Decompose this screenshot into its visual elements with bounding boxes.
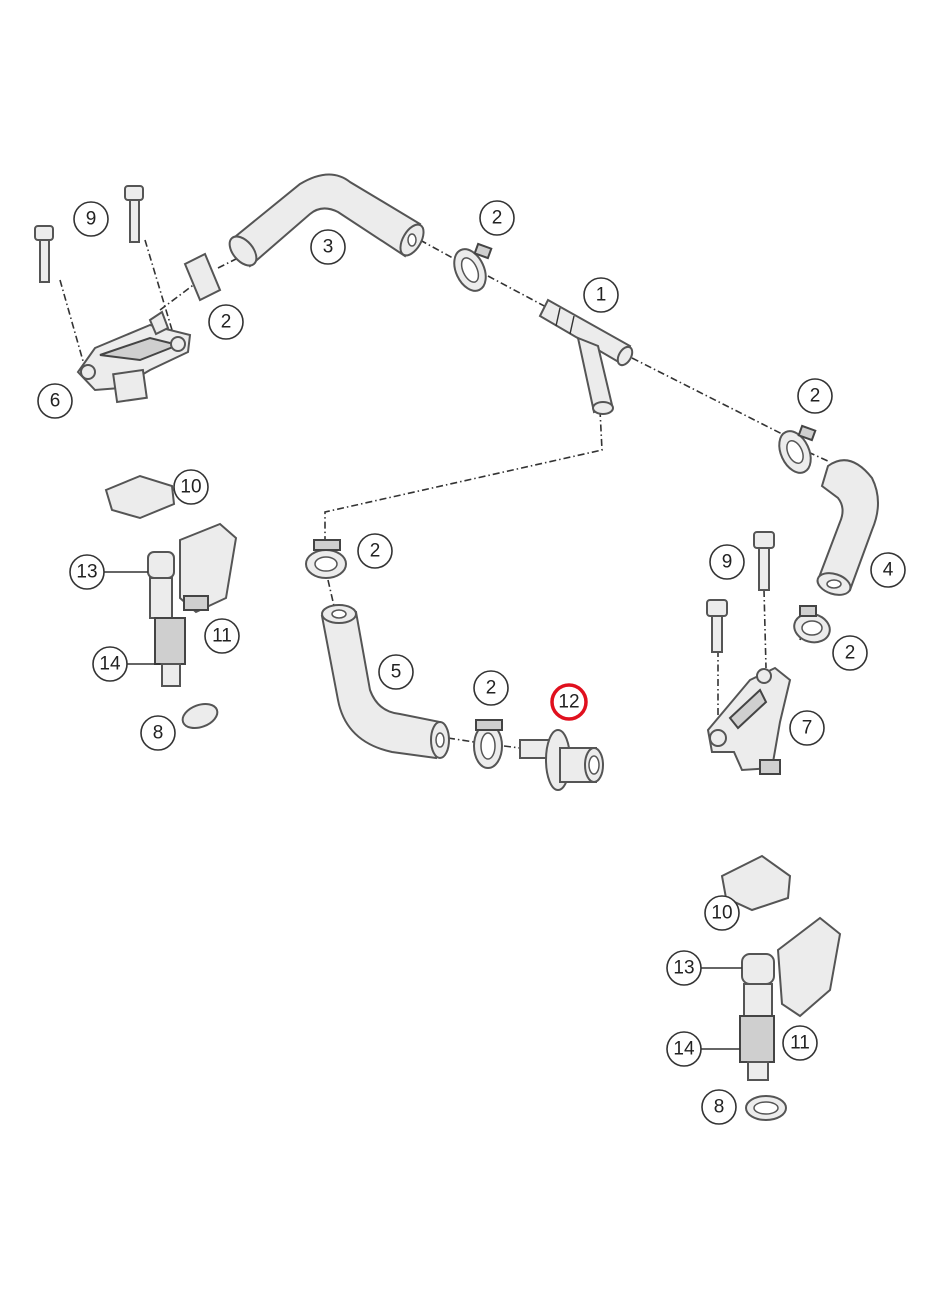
callout-2-clamp-top[interactable]: 2 [479,200,515,236]
callout-8-left[interactable]: 8 [140,715,176,751]
part-7-bracket [706,666,792,775]
part-4-hose [816,459,879,596]
callout-8-right[interactable]: 8 [701,1089,737,1125]
callout-14-left[interactable]: 14 [92,646,128,682]
part-3-hose [228,173,425,268]
svg-text:8: 8 [153,723,164,744]
callout-12-highlighted[interactable]: 12 [550,683,588,721]
part-9-bolts-right [706,531,775,653]
injector-assembly-left [104,474,238,730]
callout-9-left[interactable]: 9 [73,201,109,237]
svg-text:10: 10 [711,903,732,924]
callout-10-right[interactable]: 10 [704,895,740,931]
svg-text:2: 2 [221,312,232,333]
part-2-clamp-a [183,252,222,302]
callout-3[interactable]: 3 [310,229,346,265]
callout-2-clamp-right-lower[interactable]: 2 [832,635,868,671]
svg-text:6: 6 [50,391,61,412]
part-12-valve [519,729,604,791]
svg-text:3: 3 [323,237,334,258]
callout-2-clamp-lower[interactable]: 2 [473,670,509,706]
part-2-clamp-b [453,242,493,292]
callout-2-clamp-middle[interactable]: 2 [357,533,393,569]
part-1-t-fitting [538,298,634,415]
part-2-clamp-d [793,605,831,644]
callout-4[interactable]: 4 [870,552,906,588]
svg-text:5: 5 [391,662,402,683]
part-5-hose [320,604,450,760]
callout-6[interactable]: 6 [37,383,73,419]
part-2-clamp-f [473,719,503,769]
callout-2-clamp-right-upper[interactable]: 2 [797,378,833,414]
callout-7[interactable]: 7 [789,710,825,746]
callout-10-left[interactable]: 10 [173,469,209,505]
svg-text:2: 2 [810,386,821,407]
svg-text:4: 4 [883,560,894,581]
svg-text:10: 10 [180,477,201,498]
svg-text:13: 13 [673,958,694,979]
callout-13-right[interactable]: 13 [666,950,702,986]
svg-text:7: 7 [802,718,813,739]
callout-9-right[interactable]: 9 [709,544,745,580]
svg-text:13: 13 [76,562,97,583]
callout-leaders [104,571,742,1050]
svg-text:11: 11 [212,626,232,647]
callout-14-right[interactable]: 14 [666,1031,702,1067]
svg-text:2: 2 [845,643,856,664]
svg-text:2: 2 [486,678,497,699]
svg-text:8: 8 [714,1097,725,1118]
part-2-clamp-c [778,424,817,474]
svg-text:2: 2 [492,208,503,229]
assembly-lines [59,239,831,749]
part-6-sensor-bracket [76,310,192,404]
part-9-bolts-left [34,185,144,283]
callout-13-left[interactable]: 13 [69,554,105,590]
svg-text:2: 2 [370,541,381,562]
callout-11-left[interactable]: 11 [204,618,240,654]
part-2-clamp-e [305,539,347,579]
callout-5[interactable]: 5 [378,654,414,690]
svg-text:14: 14 [99,654,121,675]
svg-text:11: 11 [790,1033,810,1054]
svg-text:12: 12 [558,692,579,713]
svg-text:9: 9 [86,209,97,230]
callout-11-right[interactable]: 11 [782,1025,818,1061]
callout-1[interactable]: 1 [583,277,619,313]
svg-text:9: 9 [722,552,733,573]
injector-assembly-right [720,854,842,1121]
callout-2-clamp-left[interactable]: 2 [208,304,244,340]
svg-text:1: 1 [596,285,607,306]
svg-text:14: 14 [673,1039,695,1060]
